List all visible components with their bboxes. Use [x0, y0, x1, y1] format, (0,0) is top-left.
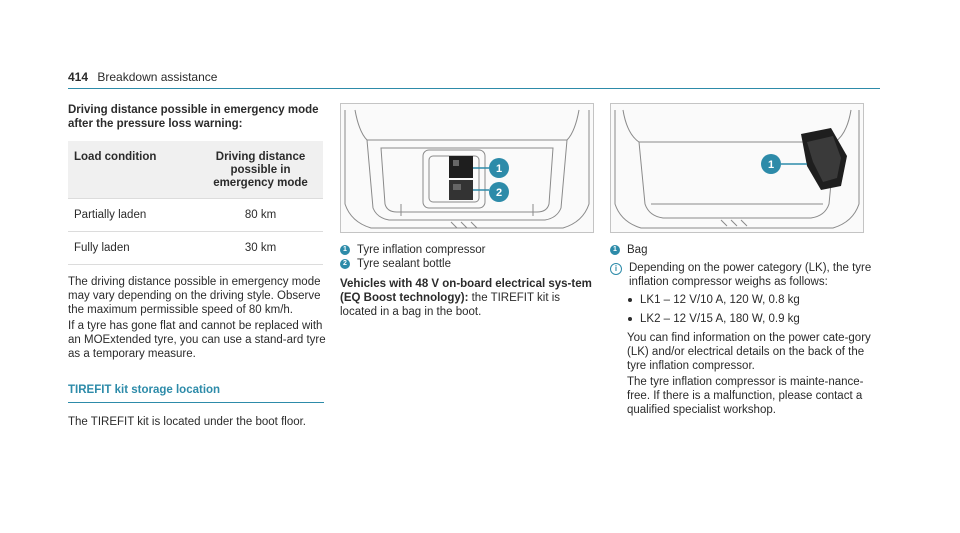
distance-heading: Driving distance possible in emergency m… — [68, 104, 319, 130]
legend-text: Bag — [627, 244, 648, 256]
info-text: Depending on the power category (LK), th… — [629, 262, 872, 288]
paragraph: The TIREFIT kit is located under the boo… — [68, 416, 307, 428]
number-badge: 1 — [340, 245, 350, 255]
table-cell: Fully laden — [68, 231, 198, 265]
info-icon: i — [610, 263, 622, 275]
paragraph: You can find information on the power ca… — [627, 332, 871, 372]
legend-item: 1 Tyre inflation compressor — [340, 243, 598, 257]
boot-bag-drawing: 1 — [614, 109, 860, 229]
page-number: 414 — [68, 70, 89, 84]
table-cell: 80 km — [198, 198, 323, 232]
paragraph: If a tyre has gone flat and cannot be re… — [68, 320, 326, 360]
boot-floor-drawing: 1 2 — [344, 109, 590, 229]
vehicle-note-text: the TIREFIT kit is located in a bag in t… — [340, 292, 561, 318]
legend-item: 2 Tyre sealant bottle — [340, 257, 598, 271]
page-title: Breakdown assistance — [97, 70, 218, 84]
table-header-load: Load condition — [68, 141, 198, 199]
badge-1 — [761, 154, 781, 174]
middle-column: 1 2 1 Tyre inflation compressor 2 Tyre s… — [340, 103, 598, 321]
header-divider — [68, 88, 880, 89]
list-item: LK1 – 12 V/10 A, 120 W, 0.8 kg — [628, 293, 880, 307]
badge-1 — [489, 158, 509, 178]
legend-text: Tyre inflation compressor — [357, 244, 486, 256]
section-title: TIREFIT kit storage location — [68, 384, 221, 396]
legend-item: 1 Bag — [610, 243, 880, 257]
list-item: LK2 – 12 V/15 A, 180 W, 0.9 kg — [628, 312, 880, 326]
number-badge: 2 — [340, 259, 350, 269]
boot-bag-illustration: 1 — [610, 103, 864, 233]
power-category-list: LK1 – 12 V/10 A, 120 W, 0.8 kg LK2 – 12 … — [628, 293, 880, 326]
paragraph: The driving distance possible in emergen… — [68, 276, 321, 316]
paragraph: The tyre inflation compressor is mainte-… — [627, 376, 864, 416]
section-divider — [68, 402, 324, 403]
table-row: Partially laden 80 km — [68, 198, 323, 232]
table-row: Fully laden 30 km — [68, 231, 323, 265]
page-header: 414 Breakdown assistance — [68, 70, 217, 84]
table-cell: Partially laden — [68, 198, 198, 232]
badge-2-label: 2 — [496, 187, 502, 199]
badge-2 — [489, 182, 509, 202]
legend-text: Tyre sealant bottle — [357, 258, 451, 270]
info-note: i Depending on the power category (LK), … — [610, 261, 880, 289]
badge-1-label: 1 — [496, 163, 502, 175]
table-header-distance: Driving distance possible in emergency m… — [198, 141, 323, 199]
right-column: 1 1 Bag i Depending on the power categor… — [610, 103, 880, 419]
distance-table: Load condition Driving distance possible… — [68, 141, 323, 265]
badge-1-label: 1 — [768, 159, 774, 171]
table-header-row: Load condition Driving distance possible… — [68, 141, 323, 199]
left-column: Driving distance possible in emergency m… — [68, 103, 326, 431]
boot-floor-illustration: 1 2 — [340, 103, 594, 233]
vehicle-note-heading: Vehicles with 48 V on-board electrical s… — [340, 278, 592, 304]
vehicle-note: Vehicles with 48 V on-board electrical s… — [340, 277, 598, 319]
number-badge: 1 — [610, 245, 620, 255]
table-cell: 30 km — [198, 231, 323, 265]
